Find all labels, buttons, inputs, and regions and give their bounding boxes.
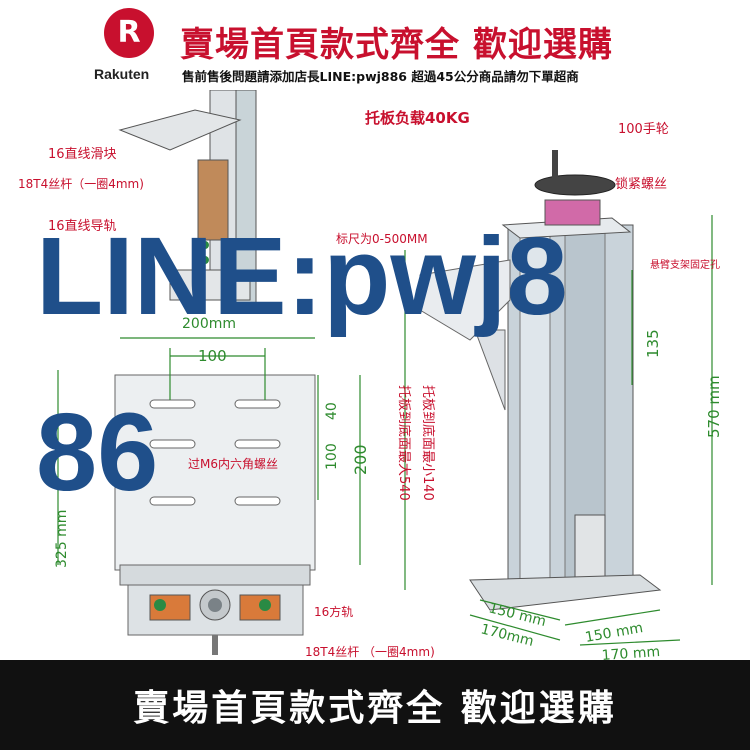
mount-hole-label: 悬臂支架固定孔	[650, 258, 720, 271]
dim-100-top-label: 100	[198, 347, 227, 365]
rakuten-logo[interactable]: R	[104, 8, 154, 58]
square-rail-label: 16方轨	[314, 604, 353, 619]
header-banner: R Rakuten 賣場首頁款式齊全 歡迎選購 售前售後問題請添加店長LINE:…	[0, 0, 750, 90]
dim-570-label: 570 mm	[705, 375, 723, 438]
hex-screw-label: 过M6内六角螺丝	[188, 457, 278, 471]
dim-40-label: 40	[324, 402, 340, 420]
line-id-watermark-line2: 86	[36, 391, 159, 514]
footer-slogan: 賣場首頁款式齊全 歡迎選購	[133, 688, 617, 729]
scale-label: 标尺为0-500MM	[336, 232, 428, 246]
load-title: 托板负载40KG	[365, 109, 470, 127]
dim-170-right-label: 170 mm	[601, 644, 660, 660]
lock-screw-label: 锁紧螺丝	[615, 176, 667, 192]
handwheel-label: 100手轮	[618, 122, 669, 137]
dim-200-side-label: 200	[351, 444, 370, 475]
screw-rod-bottom-label: 18T4丝杆 （一圈4mm)	[305, 645, 435, 659]
dim-100-side-label: 100	[324, 443, 340, 470]
side-detail-view	[118, 90, 257, 311]
min-height-label: 托板到底面最小140	[420, 385, 436, 501]
line-id-watermark-line1: LINE:pwj8	[36, 215, 568, 338]
red-labels: 托板负载40KG 16直线滑块 18T4丝杆（一圈4mm) 16直线导轨 100…	[18, 109, 720, 659]
header-slogan: 賣場首頁款式齊全 歡迎選購	[180, 25, 613, 65]
plate-front-view	[114, 374, 316, 655]
logo-wordmark: Rakuten	[94, 66, 150, 82]
dim-135-label: 135	[644, 329, 662, 358]
product-drawing: 托板负载40KG 16直线滑块 18T4丝杆（一圈4mm) 16直线导轨 100…	[18, 90, 723, 660]
dim-200-label: 200mm	[182, 316, 236, 332]
main-column	[419, 150, 662, 611]
dimension-lines	[57, 215, 713, 646]
screw-rod-top-label: 18T4丝杆（一圈4mm)	[18, 177, 144, 191]
footer-banner: 賣場首頁款式齊全 歡迎選購	[0, 660, 750, 750]
logo-letter: R	[117, 15, 141, 50]
guide-slide-label: 16直线滑块	[48, 147, 117, 162]
guide-rail-label: 16直线导轨	[48, 219, 117, 234]
max-height-label: 托板到底面最大540	[396, 385, 412, 501]
store-notice: 售前售後問題請添加店長LINE:pwj886 超過45公分商品請勿下單超商	[182, 69, 579, 84]
dim-325-label: 325 mm	[54, 510, 70, 568]
